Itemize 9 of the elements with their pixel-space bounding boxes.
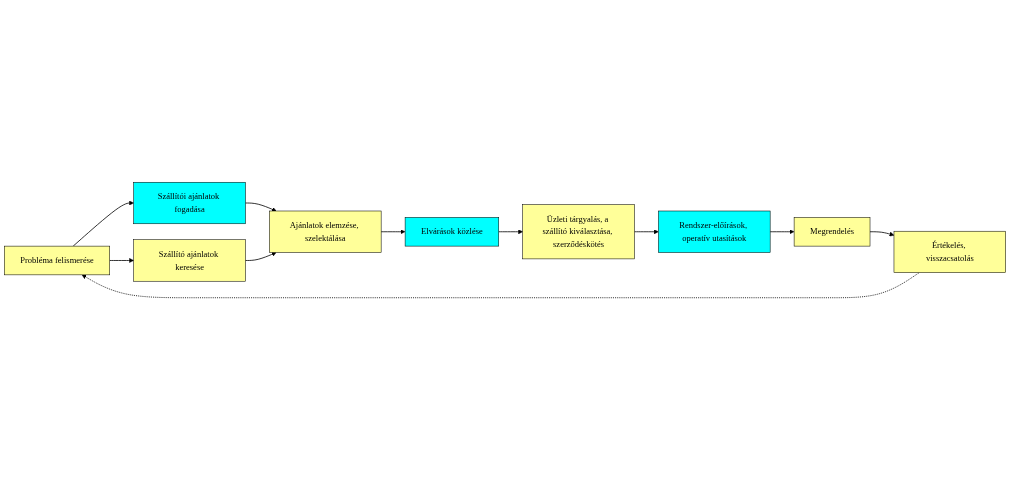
node-box: Értékelés, visszacsatolás [893,230,1006,273]
node-box: Ajánlatok elemzése, szelektálása [269,210,382,253]
node-box: Rendszer-előírások, operatív utasítások [658,210,771,253]
node-box: Üzleti tárgyalás, a szállító kiválasztása, szerződéskötés [522,203,635,259]
node-box: Szállító ajánlatok keresése [133,238,246,281]
node-box: Probléma felismerése [4,245,110,275]
node-box: Elvárások közlése [404,216,499,246]
node-box: Megrendelés [793,216,871,246]
node-box: Szállítói ajánlatok fogadása [133,181,246,224]
